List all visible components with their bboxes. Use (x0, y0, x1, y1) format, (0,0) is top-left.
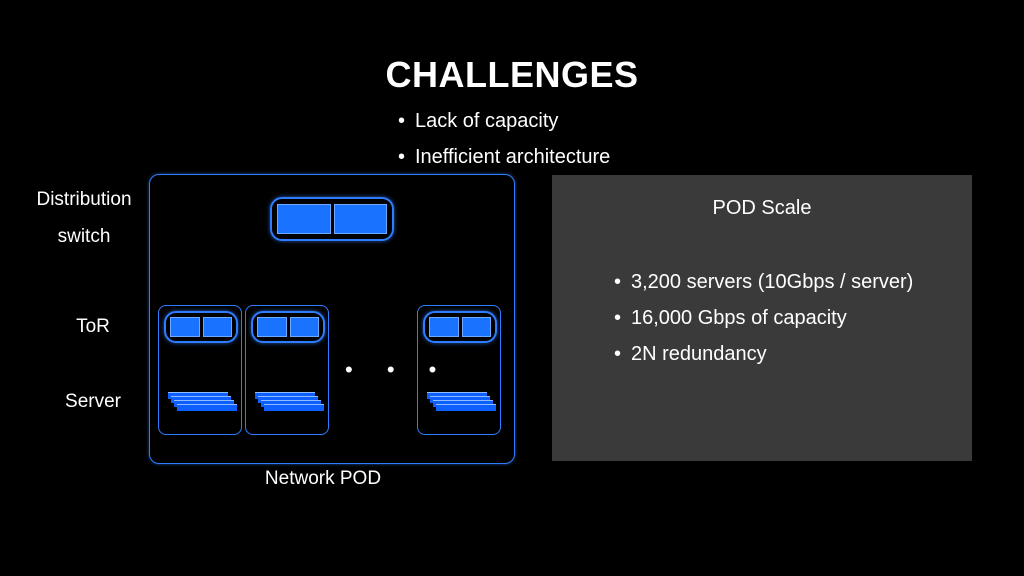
tor-port (461, 317, 491, 337)
pod-scale-item: 16,000 Gbps of capacity (614, 305, 913, 341)
distribution-switch (270, 197, 394, 241)
server-blade (177, 404, 237, 411)
server-blade (427, 392, 487, 399)
server-blade (261, 400, 321, 407)
server-blade (255, 392, 315, 399)
server-blade (430, 396, 490, 403)
server-stack (168, 392, 238, 416)
network-pod-outline (149, 174, 515, 464)
tor-port (257, 317, 287, 337)
pod-scale-panel: POD Scale 3,200 servers (10Gbps / server… (552, 175, 972, 461)
server-blade (168, 392, 228, 399)
ellipsis: • • • (345, 357, 451, 382)
tor-switch (423, 311, 497, 343)
rack (245, 305, 329, 435)
rack (417, 305, 501, 435)
challenge-item: Lack of capacity (398, 108, 610, 144)
server-blade (436, 404, 496, 411)
tor-port (429, 317, 459, 337)
challenge-list: Lack of capacity Inefficient architectur… (398, 108, 610, 180)
rack (158, 305, 242, 435)
tor-port (289, 317, 319, 337)
server-blade (264, 404, 324, 411)
server-blade (171, 396, 231, 403)
pod-scale-item: 3,200 servers (10Gbps / server) (614, 269, 913, 305)
pod-scale-item: 2N redundancy (614, 341, 913, 377)
slide-title: CHALLENGES (385, 54, 639, 95)
tor-port (170, 317, 200, 337)
pod-scale-title: POD Scale (712, 197, 812, 219)
distribution-switch-label: Distribution switch (28, 181, 140, 255)
server-stack (255, 392, 325, 416)
tor-switch (251, 311, 325, 343)
challenge-item: Inefficient architecture (398, 144, 610, 180)
network-pod-label: Network POD (264, 468, 382, 489)
server-blade (433, 400, 493, 407)
server-blade (174, 400, 234, 407)
distribution-label-line2: switch (57, 226, 111, 247)
server-label: Server (65, 391, 121, 412)
tor-label: ToR (76, 316, 110, 337)
switch-port (277, 204, 331, 234)
server-stack (427, 392, 497, 416)
tor-switch (164, 311, 238, 343)
server-blade (258, 396, 318, 403)
pod-scale-list: 3,200 servers (10Gbps / server) 16,000 G… (614, 269, 913, 377)
distribution-label-line1: Distribution (36, 189, 132, 210)
switch-port (333, 204, 387, 234)
tor-port (202, 317, 232, 337)
